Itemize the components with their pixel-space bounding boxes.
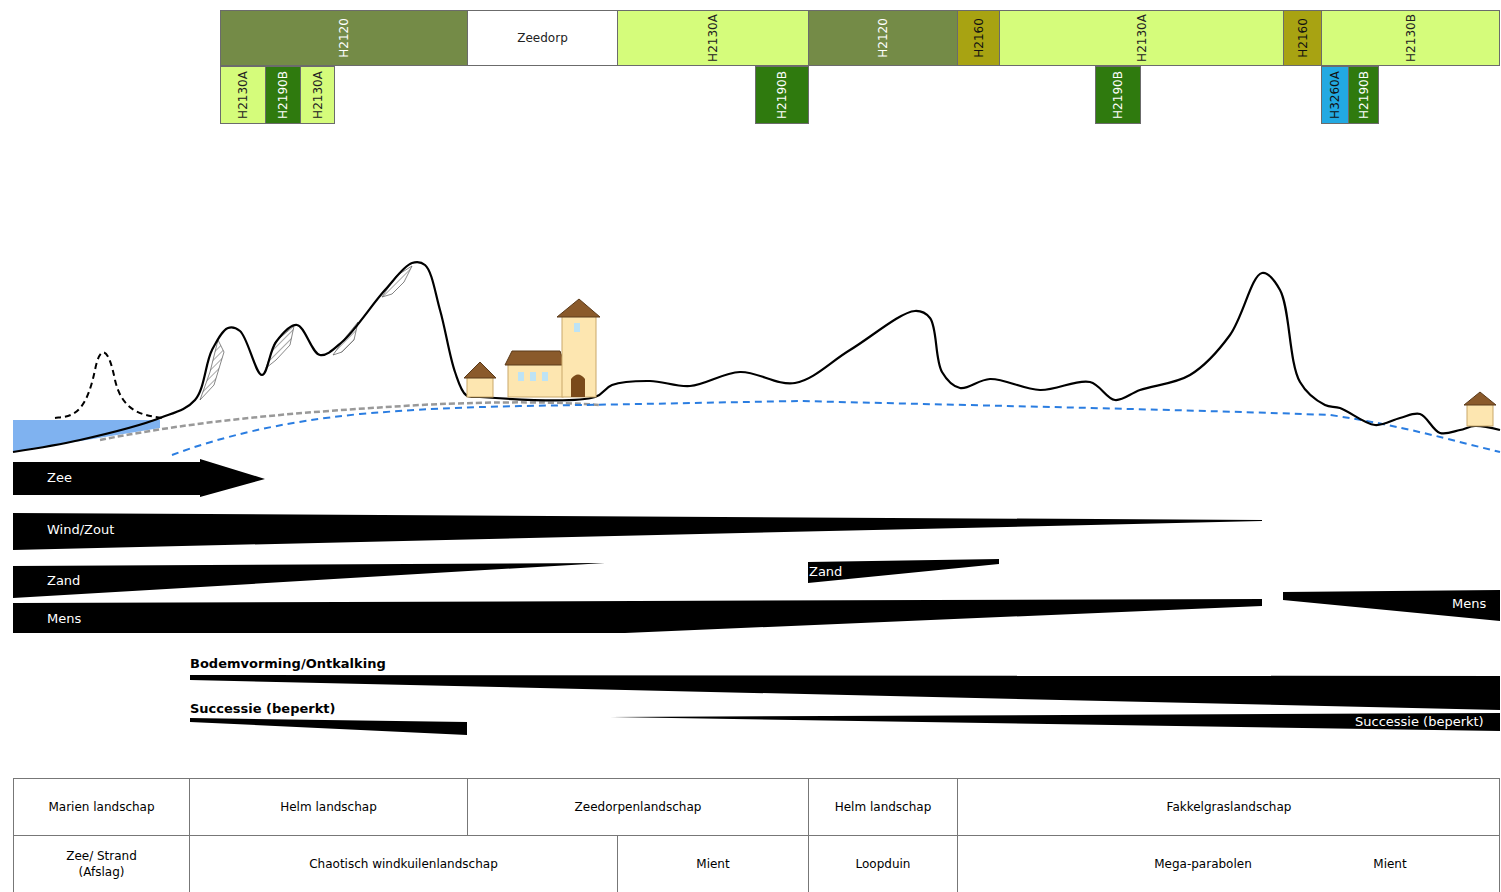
succession-wedge bbox=[190, 718, 467, 735]
habitat-box: H2160 bbox=[957, 10, 1000, 66]
process-label: Bodemvorming/Ontkalking bbox=[190, 655, 410, 672]
habitat-code: H2190B bbox=[276, 71, 290, 119]
habitat-code: Zeedorp bbox=[517, 31, 568, 45]
habitat-box: H2130A bbox=[617, 10, 809, 66]
habitat-code: H2130A bbox=[311, 71, 325, 119]
habitat-code: H2190B bbox=[1357, 71, 1371, 119]
habitat-box: H3260A bbox=[1321, 66, 1349, 124]
table-cell: Helm landschap bbox=[190, 779, 467, 835]
habitat-box: H2130A bbox=[300, 66, 335, 124]
habitat-box: H2190B bbox=[1348, 66, 1379, 124]
sea-arrow bbox=[13, 459, 265, 497]
habitat-code: H2120 bbox=[337, 18, 351, 58]
habitat-code: H2190B bbox=[1111, 71, 1125, 119]
process-label: Zand bbox=[809, 563, 859, 580]
habitat-box: Zeedorp bbox=[467, 10, 618, 66]
table-cell: Fakkelgraslandschap bbox=[958, 779, 1500, 835]
habitat-code: H2130B bbox=[1403, 14, 1417, 62]
table-cell: Zee/ Strand (Afslag) bbox=[14, 836, 189, 892]
habitat-code: H2130A bbox=[1135, 14, 1149, 62]
habitat-box: H2120 bbox=[808, 10, 958, 66]
process-label: Mens bbox=[1452, 595, 1498, 612]
habitat-box: H2190B bbox=[1095, 66, 1141, 124]
table-cell: Chaotisch windkuilenlandschap bbox=[190, 836, 617, 892]
house bbox=[464, 362, 496, 397]
table-cell: Zeedorpenlandschap bbox=[468, 779, 808, 835]
sand-wedge bbox=[13, 563, 605, 598]
table-cell: Mient bbox=[1340, 836, 1440, 892]
church bbox=[505, 299, 600, 397]
habitat-box: H2190B bbox=[755, 66, 809, 124]
table-cell: Loopduin bbox=[809, 836, 957, 892]
old-surface-line bbox=[100, 402, 600, 440]
table-grid bbox=[13, 778, 1500, 892]
house bbox=[1464, 392, 1496, 426]
sand-wedge bbox=[808, 559, 999, 583]
habitat-box: H2190B bbox=[265, 66, 301, 124]
habitat-code: H2160 bbox=[972, 18, 986, 58]
process-label: Successie (beperkt) bbox=[190, 700, 350, 717]
habitat-box: H2130B bbox=[1321, 10, 1500, 66]
groundwater-line bbox=[172, 401, 1500, 455]
process-label: Zee bbox=[47, 469, 107, 486]
habitat-code: H3260A bbox=[1328, 71, 1342, 119]
table-cell: Mient bbox=[618, 836, 808, 892]
table-cell: Marien landschap bbox=[14, 779, 189, 835]
habitat-code: H2160 bbox=[1296, 18, 1310, 58]
habitat-code: H2190B bbox=[775, 71, 789, 119]
blowout-hatch bbox=[266, 326, 294, 368]
habitat-box: H2130A bbox=[999, 10, 1284, 66]
habitat-code: H2130A bbox=[236, 71, 250, 119]
habitat-box: H2130A bbox=[220, 66, 266, 124]
process-label: Successie (beperkt) bbox=[1355, 713, 1497, 730]
wind-wedge bbox=[13, 513, 1262, 550]
process-label: Zand bbox=[47, 572, 107, 589]
blowout-hatch bbox=[382, 266, 412, 297]
process-label: Wind/Zout bbox=[47, 521, 147, 538]
process-wedges bbox=[13, 459, 1500, 735]
habitat-box: H2160 bbox=[1283, 10, 1322, 66]
succession-wedge bbox=[610, 713, 1500, 731]
habitat-code: H2130A bbox=[706, 14, 720, 62]
habitat-box: H2120 bbox=[220, 10, 468, 66]
table-cell: Helm landschap bbox=[809, 779, 957, 835]
dune-profile bbox=[13, 262, 1500, 452]
process-label: Mens bbox=[47, 610, 107, 627]
human-wedge bbox=[1283, 590, 1500, 621]
human-wedge bbox=[13, 599, 1262, 633]
habitat-code: H2120 bbox=[876, 18, 890, 58]
former-dune bbox=[55, 352, 165, 418]
soil-wedge bbox=[190, 675, 1500, 710]
